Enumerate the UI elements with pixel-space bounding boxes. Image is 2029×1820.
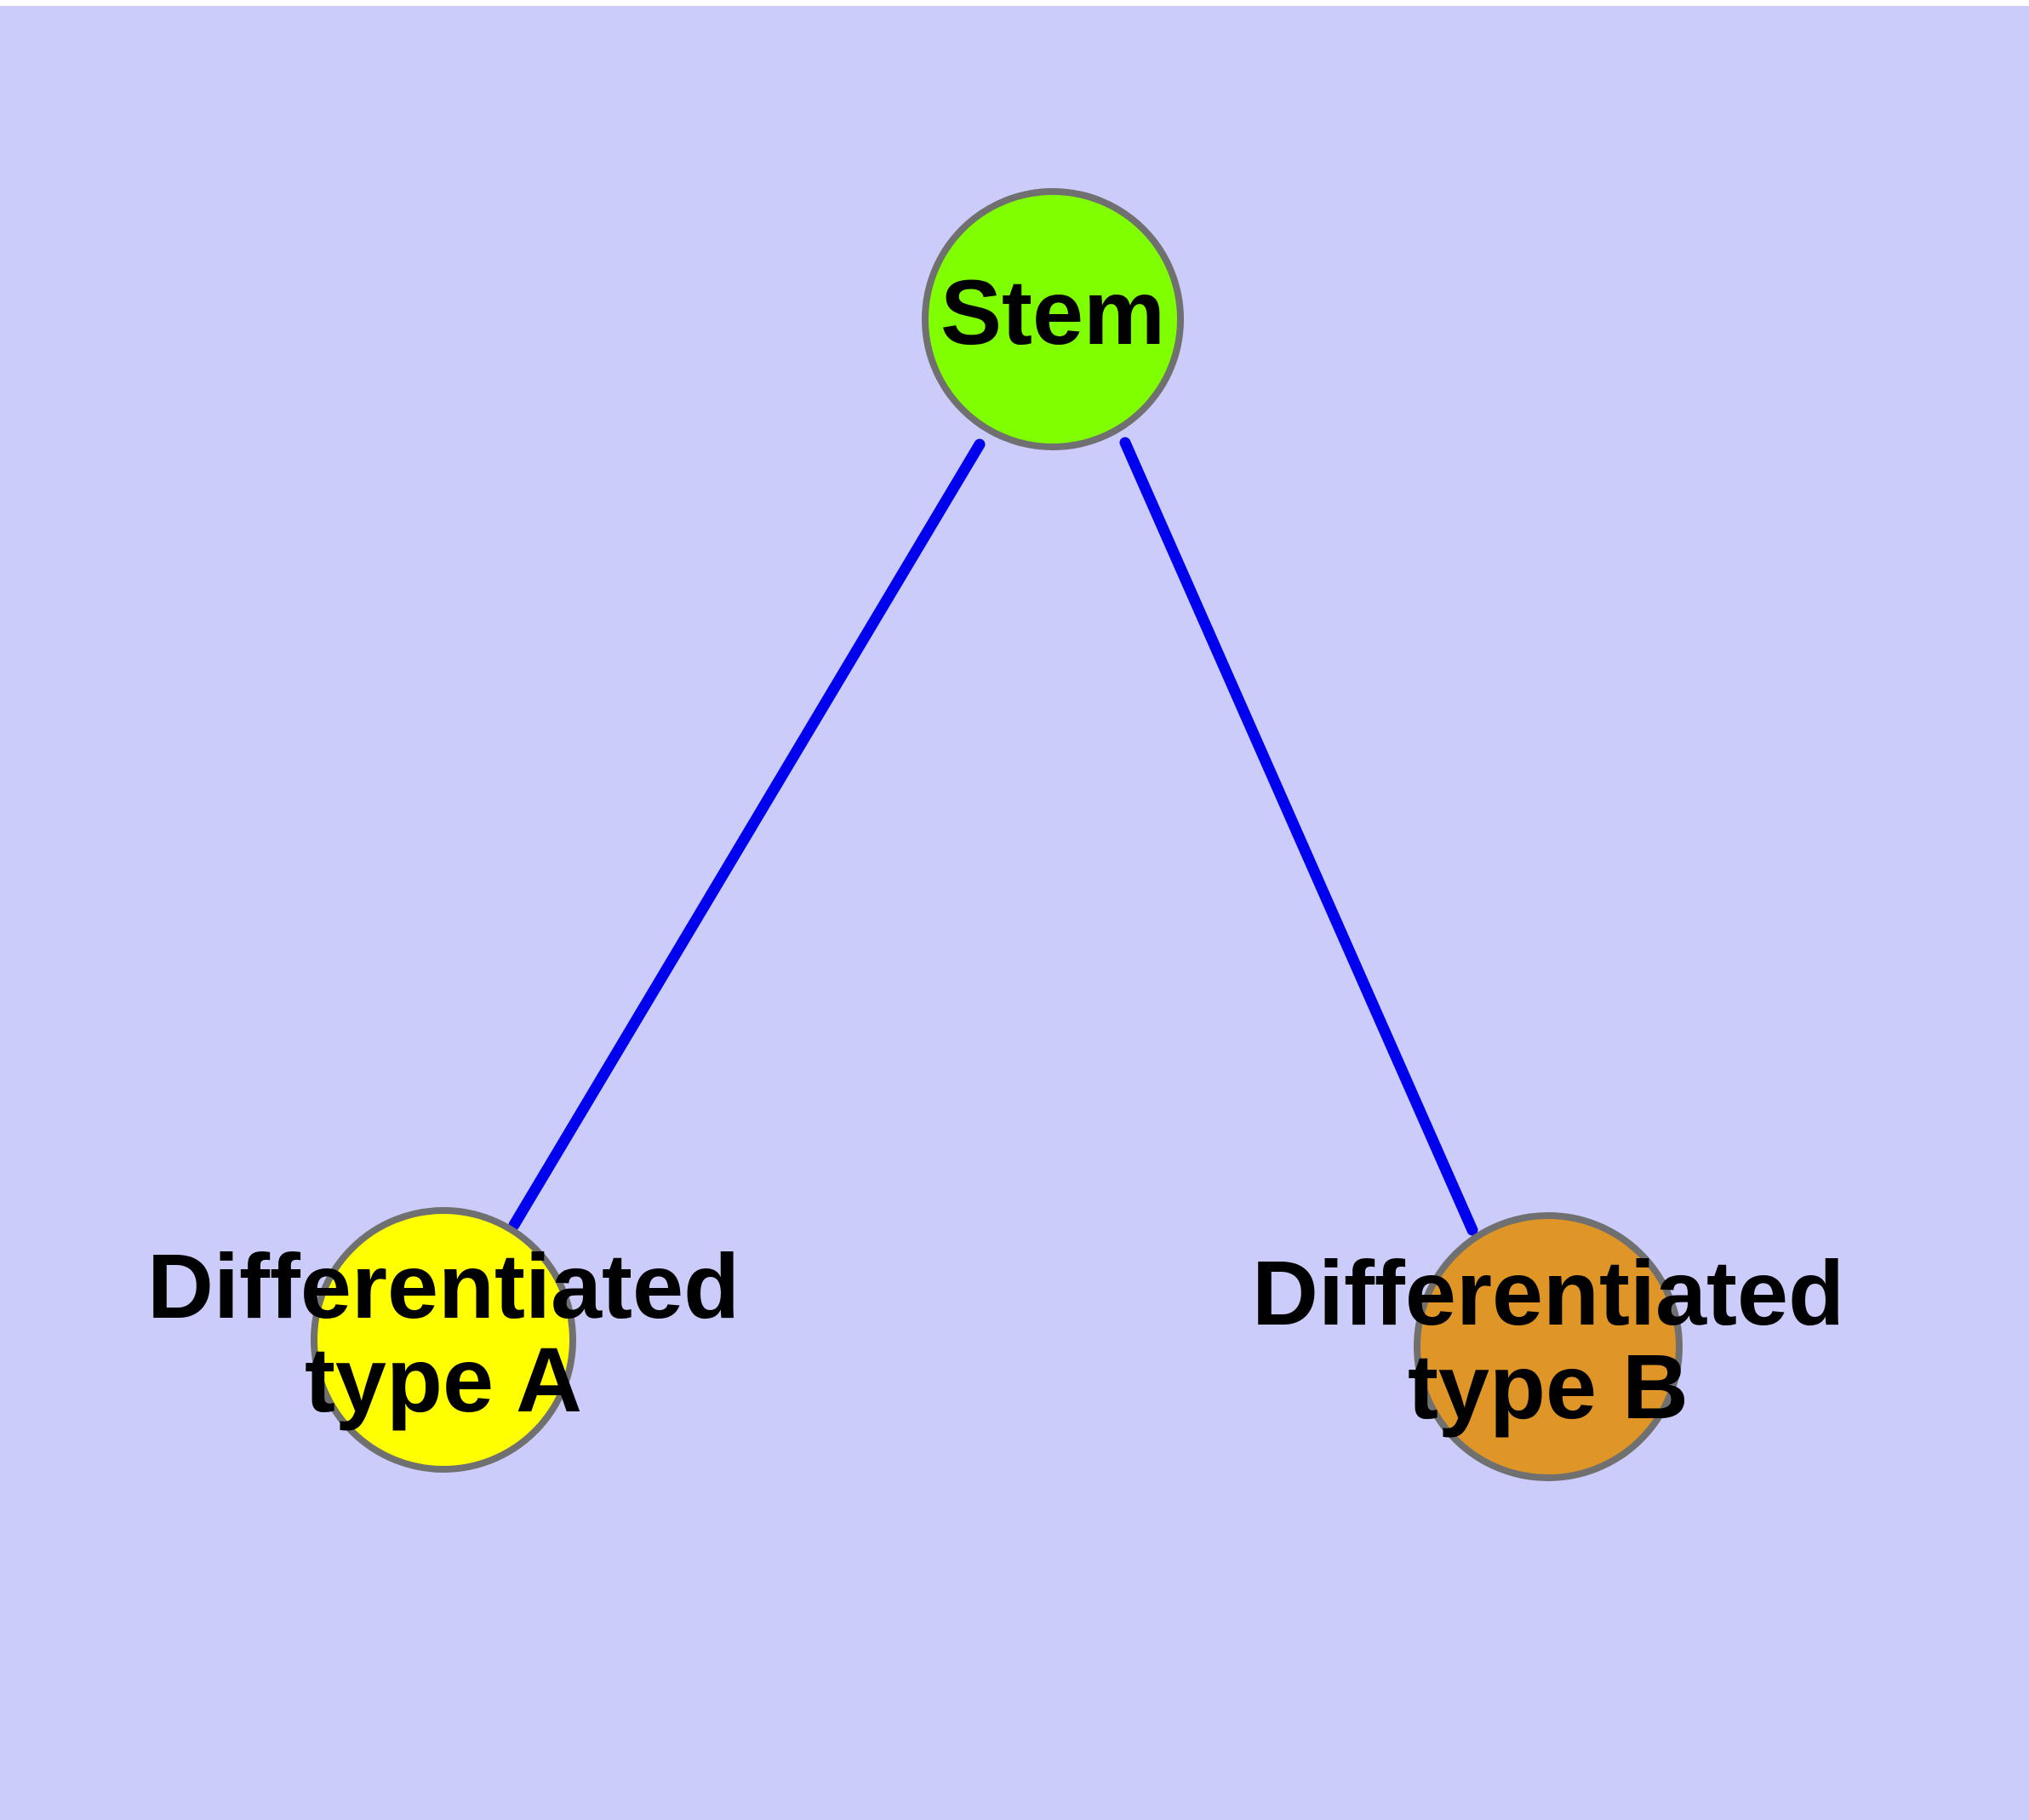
- edge-stem-to-differentiated-type-a[interactable]: [508, 438, 986, 1231]
- edge-layer: [508, 437, 1478, 1236]
- node-layer: [311, 188, 1683, 1481]
- node-stem-label: Stem: [940, 260, 1165, 363]
- node-differentiated-type-a-circle[interactable]: [311, 1207, 576, 1473]
- node-differentiated-type-b-circle[interactable]: [1414, 1212, 1683, 1481]
- node-stem-circle[interactable]: [922, 188, 1184, 450]
- edge-stem-to-differentiated-type-b[interactable]: [1119, 437, 1478, 1236]
